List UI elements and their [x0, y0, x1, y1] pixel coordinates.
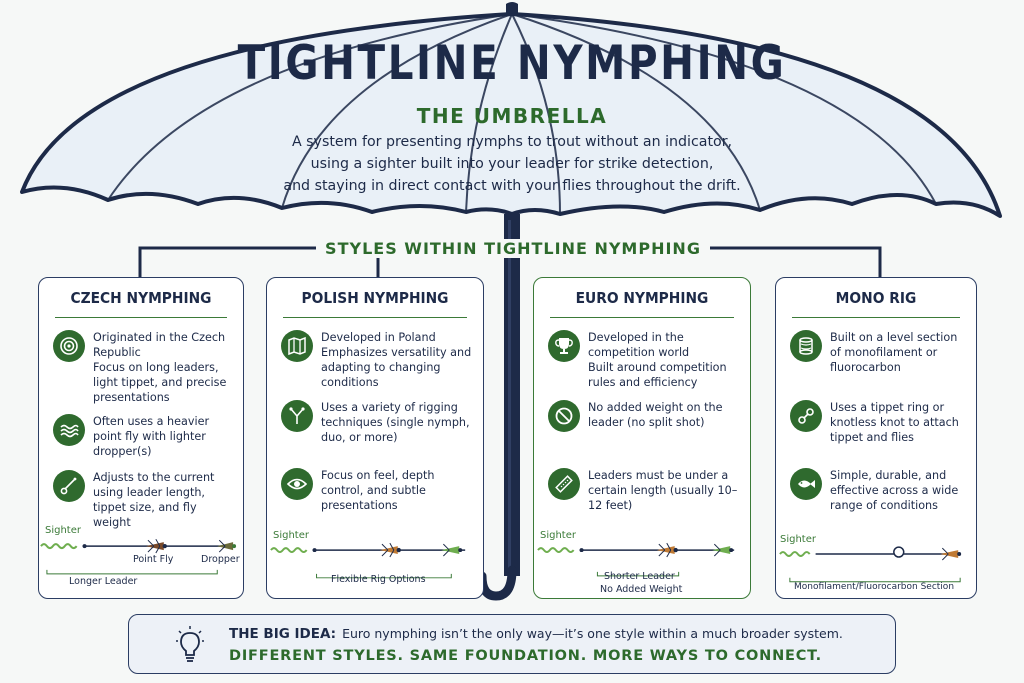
bullet-line: Built around competition rules and effic…: [588, 361, 727, 389]
big-idea-label: THE BIG IDEA:: [229, 626, 337, 642]
card-title: CZECH NYMPHING: [70, 289, 212, 307]
bullet-line: Adjusts to the current using leader leng…: [93, 471, 215, 529]
rig-diagram: [537, 542, 735, 577]
bullet-text: Often uses a heavier point fly with ligh…: [93, 414, 235, 459]
bullet-text: Uses a variety of rigging techniques (si…: [321, 400, 475, 445]
bullet-text: Built on a level section of monofilament…: [830, 330, 968, 375]
bullet-line: Emphasizes versatility and adapting to c…: [321, 346, 472, 389]
card-title: POLISH NYMPHING: [301, 289, 449, 307]
bullet-line: Focus on long leaders, light tippet, and…: [93, 361, 227, 404]
page-title: TIGHTLINE NYMPHING: [237, 36, 787, 91]
bullet-text: Focus on feel, depth control, and subtle…: [321, 468, 475, 513]
rig-diagram: [779, 546, 962, 583]
fish-icon: [790, 468, 822, 500]
big-idea-tagline: DIFFERENT STYLES. SAME FOUNDATION. MORE …: [229, 648, 822, 664]
umbrella-shaft: [504, 214, 520, 576]
dropper-fly-icon: [217, 539, 237, 553]
card-title: EURO NYMPHING: [575, 289, 709, 307]
bullet-line: Built on a level section of monofilament…: [830, 331, 958, 374]
lightbulb-icon: [176, 626, 204, 662]
fly-icon: [656, 542, 678, 558]
no-weight-icon: [548, 400, 580, 432]
branching-icon: [281, 400, 313, 432]
rig-diagram: [40, 538, 237, 575]
bullet-text: Developed in the competition world Built…: [588, 330, 742, 390]
fly-icon: [441, 543, 463, 557]
card-title: MONO RIG: [835, 289, 917, 307]
ruler-icon: [548, 468, 580, 500]
description-line: and staying in direct contact with your …: [283, 178, 741, 194]
fly-icon: [712, 543, 734, 557]
rig-caption: Shorter Leader: [604, 571, 675, 582]
water-icon: [53, 414, 85, 446]
bullet-line: Often uses a heavier point fly with ligh…: [93, 415, 210, 458]
rig-label: Dropper: [201, 554, 240, 565]
bullet-line: Uses a tippet ring or knotless knot to a…: [830, 401, 959, 444]
card-polish-nymphing: POLISH NYMPHING Developed in Poland Emph…: [266, 277, 484, 599]
bullet-line: Developed in Poland: [321, 331, 436, 344]
bullet-text: Adjusts to the current using leader leng…: [93, 470, 235, 530]
card-divider: [550, 317, 734, 318]
sighter-label: Sighter: [45, 525, 81, 536]
fly-icon: [940, 547, 962, 561]
target-icon: [53, 330, 85, 362]
card-divider: [792, 317, 960, 318]
rig-caption: Monofilament/Fluorocarbon Section: [794, 582, 955, 592]
bullet-line: Developed in the competition world: [588, 331, 690, 359]
rig-caption: Flexible Rig Options: [331, 574, 426, 585]
tippet-ring-icon: [790, 400, 822, 432]
umbrella-handle: [477, 565, 517, 601]
sighter-label: Sighter: [780, 534, 816, 545]
description-line: using a sighter built into your leader f…: [310, 156, 714, 172]
card-czech-nymphing: CZECH NYMPHING Originated in the Czech R…: [38, 277, 244, 599]
bullet-text: Simple, durable, and effective across a …: [830, 468, 968, 513]
description-line: A system for presenting nymphs to trout …: [291, 134, 733, 150]
bullet-line: Leaders must be under a certain length (…: [588, 469, 738, 512]
rig-label: Point Fly: [133, 554, 174, 565]
bullet-text: Leaders must be under a certain length (…: [588, 468, 742, 513]
adjust-line-icon: [53, 470, 85, 502]
bullet-line: Originated in the Czech Republic: [93, 331, 226, 359]
bullet-line: Simple, durable, and effective across a …: [830, 469, 959, 512]
sighter-label: Sighter: [540, 530, 576, 541]
sighter-label: Sighter: [273, 530, 309, 541]
big-idea-box: THE BIG IDEA: Euro nymphing isn’t the onl…: [128, 614, 896, 674]
description: A system for presenting nymphs to trout …: [230, 131, 794, 197]
big-idea-body: Euro nymphing isn’t the only way—it’s on…: [342, 626, 843, 641]
bullet-text: Developed in Poland Emphasizes versatili…: [321, 330, 475, 390]
rig-diagram: [270, 542, 466, 579]
card-mono-rig: MONO RIG Built on a level section of mon…: [775, 277, 977, 599]
card-euro-nymphing: EURO NYMPHING Developed in the competiti…: [533, 277, 751, 599]
bullet-line: Focus on feel, depth control, and subtle…: [321, 469, 435, 512]
rig-caption: Longer Leader: [69, 576, 138, 587]
tippet-ring: [893, 546, 905, 558]
big-idea-text: THE BIG IDEA: Euro nymphing isn’t the onl…: [229, 626, 843, 642]
point-fly-icon: [145, 538, 167, 554]
bullet-text: No added weight on the leader (no split …: [588, 400, 742, 430]
page-subtitle: THE UMBRELLA: [416, 104, 608, 128]
card-divider: [283, 317, 467, 318]
spool-icon: [790, 330, 822, 362]
bullet-line: No added weight on the leader (no split …: [588, 401, 723, 429]
card-divider: [55, 317, 227, 318]
umbrella-canopy: [20, 12, 1002, 218]
rig-caption: No Added Weight: [600, 584, 683, 595]
styles-header: STYLES WITHIN TIGHTLINE NYMPHING: [316, 239, 710, 258]
bullet-text: Uses a tippet ring or knotless knot to a…: [830, 400, 968, 445]
bullet-line: Uses a variety of rigging techniques (si…: [321, 401, 470, 444]
eye-icon: [281, 468, 313, 500]
trophy-icon: [548, 330, 580, 362]
bullet-text: Originated in the Czech Republic Focus o…: [93, 330, 235, 405]
fly-icon: [379, 542, 401, 558]
map-icon: [281, 330, 313, 362]
